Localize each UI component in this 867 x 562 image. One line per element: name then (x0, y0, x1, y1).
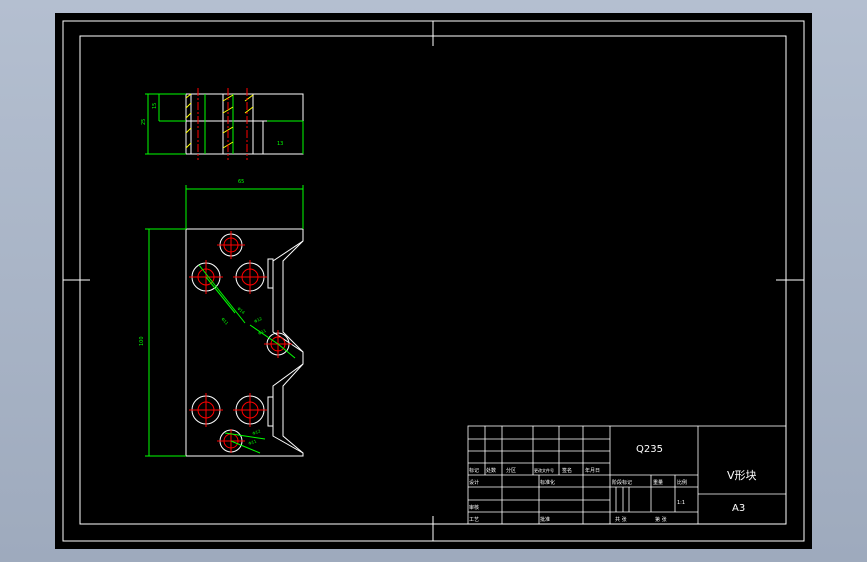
dim-side-height-b: 25 (141, 119, 147, 125)
label-sheets-total: 共 张 (615, 516, 627, 523)
hole-label-a: Φ14 (236, 306, 246, 315)
dim-side-height-a: 15 (152, 103, 158, 109)
drawing-sheet[interactable]: 15 25 13 65 100 (55, 13, 812, 549)
label-count: 处数 (486, 467, 496, 474)
dim-front-height: 100 (139, 336, 145, 346)
label-standardize: 标准化 (540, 479, 555, 486)
part-name-text: V形块 (727, 469, 757, 482)
hole-group (189, 231, 292, 453)
dim-side-right: 13 (277, 141, 283, 147)
title-block (467, 425, 787, 525)
label-change-doc: 更改文件号 (534, 467, 554, 473)
sheet-size-text: A3 (732, 503, 745, 514)
hole-label-f: Φ11 (248, 438, 258, 446)
label-mark: 标记 (469, 467, 479, 474)
label-stage-mark: 阶段标记 (612, 479, 632, 486)
hole-label-d: Φ11 (257, 328, 267, 336)
leader-lines (198, 264, 296, 454)
label-sheet-no: 第 张 (655, 516, 667, 523)
hole-label-b: Φ11 (220, 316, 230, 326)
dim-top-width: 65 (238, 179, 244, 185)
material-text: Q235 (636, 444, 663, 455)
label-scale: 比例 (677, 479, 687, 486)
drawing-svg: 15 25 13 65 100 (62, 20, 805, 542)
label-review: 审核 (469, 504, 479, 511)
label-process: 工艺 (469, 517, 479, 523)
label-date: 年月日 (585, 467, 600, 474)
scale-text: 1:1 (677, 500, 685, 506)
label-weight: 重量 (653, 479, 663, 486)
hole-label-c: Φ12 (253, 316, 263, 324)
label-design: 设计 (469, 479, 479, 486)
outer-border (62, 20, 805, 542)
label-signature: 签名 (562, 467, 572, 474)
hole-label-e: Φ12 (252, 428, 262, 436)
label-zone: 分区 (506, 467, 516, 474)
side-view (145, 88, 304, 160)
front-view (145, 185, 304, 457)
label-approve: 批准 (540, 516, 550, 523)
